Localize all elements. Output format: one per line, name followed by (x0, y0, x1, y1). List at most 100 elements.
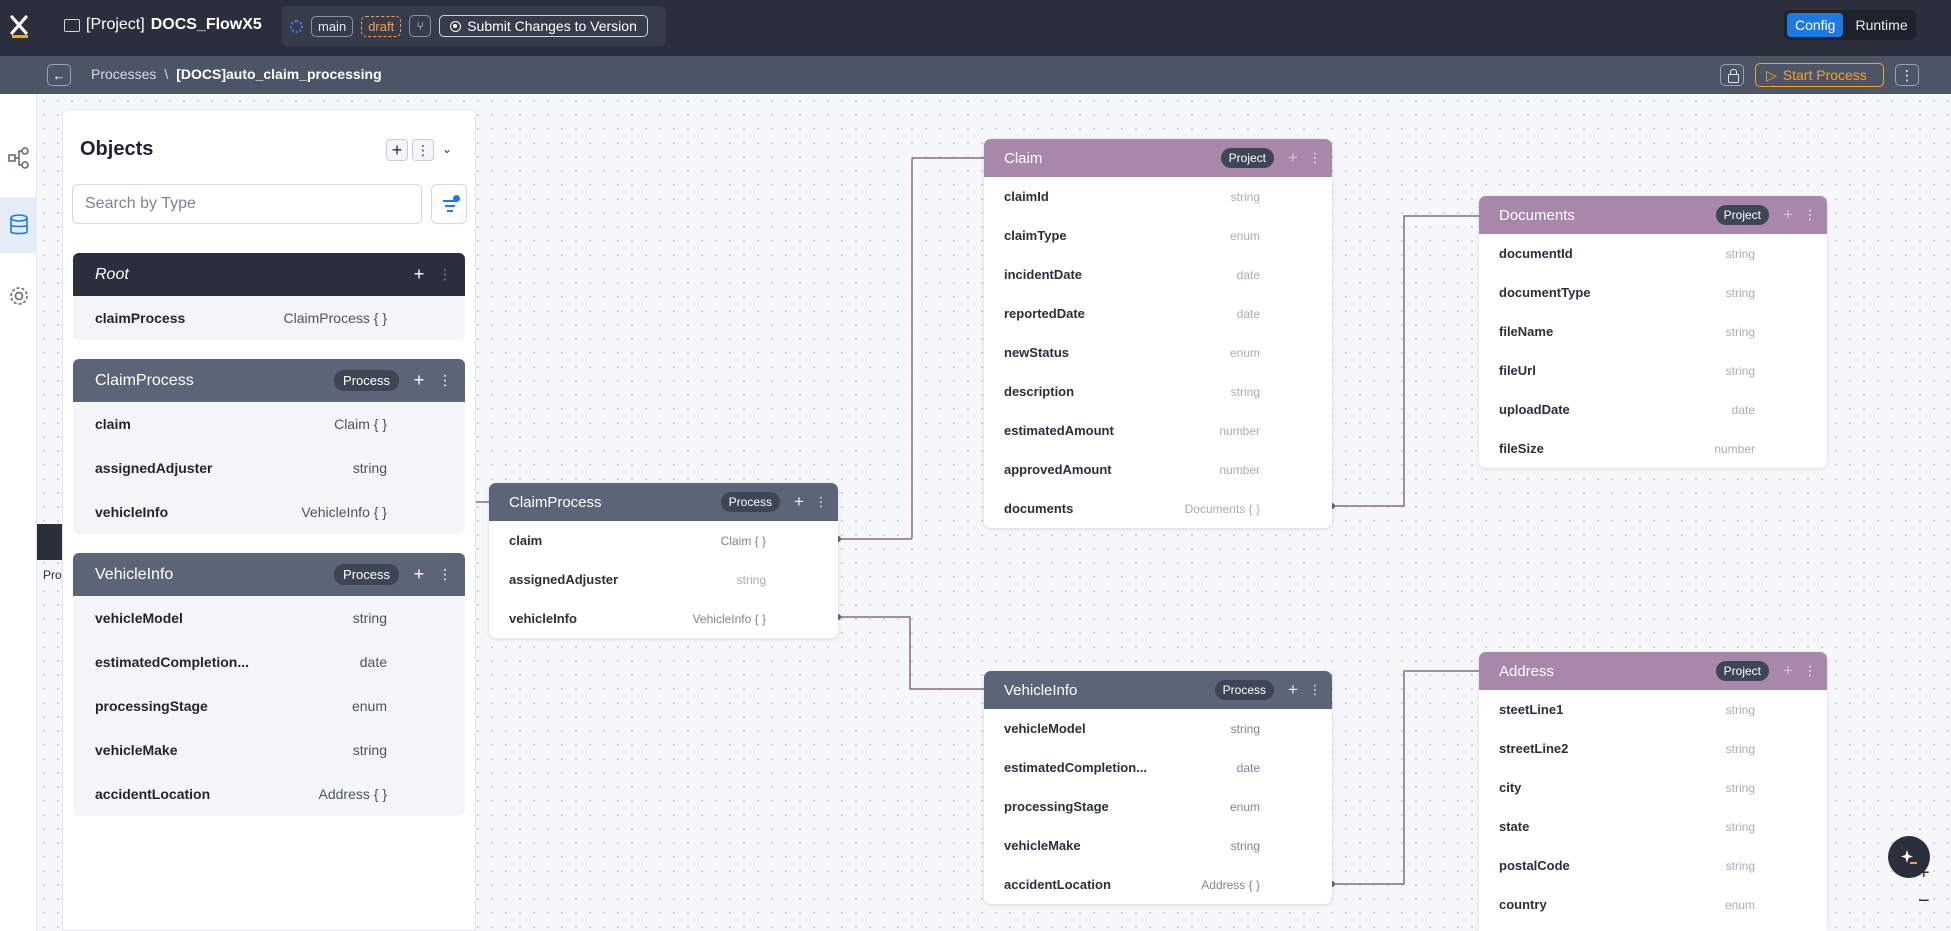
card-more-icon[interactable]: ⋮ (438, 372, 452, 388)
branch-badge[interactable]: main (311, 15, 354, 37)
rail-item-data-model[interactable] (0, 197, 37, 253)
field-row[interactable]: claimProcess ClaimProcess { } (73, 296, 465, 340)
field-row[interactable]: estimatedCompletion...date (984, 748, 1332, 787)
lock-icon[interactable] (1720, 64, 1744, 86)
field-name: vehicleInfo (95, 504, 169, 520)
node-more-icon[interactable]: ⋮ (1308, 682, 1322, 697)
zoom-out-icon[interactable]: − (1918, 890, 1930, 912)
field-type: string (1725, 285, 1755, 300)
field-name: streetLine2 (1499, 741, 1569, 756)
add-field-button[interactable]: + (794, 492, 804, 511)
play-icon: ▷ (1766, 66, 1777, 83)
field-row[interactable]: estimatedCompletion...date (73, 640, 465, 684)
field-name: vehicleModel (1004, 721, 1086, 736)
add-field-button[interactable]: + (413, 564, 425, 584)
hidden-node-header (37, 524, 63, 560)
back-arrow-icon[interactable]: ← (47, 64, 71, 86)
field-type: date (1236, 760, 1260, 775)
node-more-icon[interactable]: ⋮ (814, 494, 828, 509)
field-type: string (1725, 702, 1755, 717)
field-type: string (1230, 384, 1260, 399)
more-options-icon[interactable]: ⋮ (1895, 64, 1919, 86)
add-field-button[interactable]: + (413, 370, 425, 390)
add-field-button[interactable]: + (413, 264, 425, 284)
ai-assistant-button[interactable] (1888, 836, 1930, 878)
add-field-button[interactable]: + (1288, 148, 1298, 167)
field-type: string (736, 572, 766, 587)
hidden-node-edge: Pro (37, 524, 63, 600)
git-branch-icon[interactable]: ⑂ (409, 15, 432, 37)
zoom-in-icon[interactable]: + (1918, 862, 1930, 884)
object-card-root[interactable]: Root + ⋮ claimProcess ClaimProcess { } (73, 253, 465, 340)
field-type: Address { } (318, 786, 388, 802)
field-type: number (1714, 441, 1755, 456)
add-field-button[interactable]: + (1783, 205, 1793, 224)
add-field-button[interactable]: + (1288, 680, 1298, 699)
filter-button[interactable] (431, 184, 467, 224)
node-more-icon[interactable]: ⋮ (1308, 150, 1322, 165)
card-more-icon[interactable]: ⋮ (438, 566, 452, 582)
start-process-button[interactable]: ▷ Start Process (1755, 63, 1884, 87)
node-more-icon[interactable]: ⋮ (1803, 663, 1817, 678)
field-name: processingStage (1004, 799, 1109, 814)
add-object-button[interactable]: + (386, 139, 408, 161)
card-more-icon[interactable]: ⋮ (438, 266, 452, 282)
breadcrumb-processes[interactable]: Processes (91, 66, 157, 82)
field-type: enum (1229, 228, 1260, 243)
add-field-button[interactable]: + (1783, 661, 1793, 680)
node-more-icon[interactable]: ⋮ (1803, 207, 1817, 222)
search-input[interactable]: Search by Type (72, 184, 422, 224)
rail-item-settings[interactable] (0, 268, 37, 324)
mode-runtime-tab[interactable]: Runtime (1855, 17, 1908, 33)
project-title[interactable]: [Project] DOCS_FlowX5 (64, 16, 262, 34)
flowx-logo-icon[interactable] (10, 14, 32, 40)
submit-changes-button[interactable]: Submit Changes to Version (439, 15, 648, 37)
panel-more-icon[interactable]: ⋮ (412, 139, 434, 161)
mode-config-tab[interactable]: Config (1787, 13, 1844, 37)
rail-item-process[interactable] (0, 130, 37, 186)
chevron-down-icon[interactable]: ⌄ (442, 142, 453, 156)
